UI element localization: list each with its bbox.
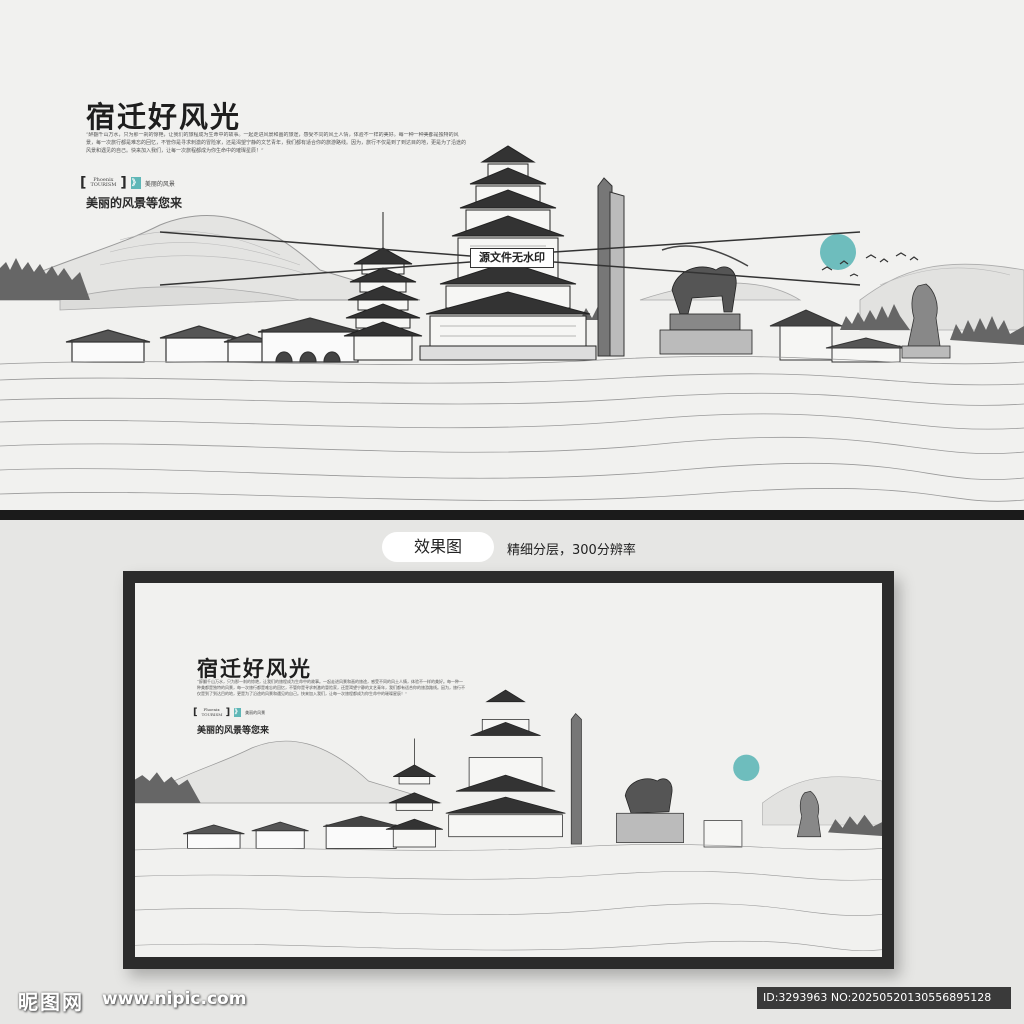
mockup-label-pill: 效果图 <box>382 532 494 562</box>
badge-small-text: 美丽的风景 <box>144 180 175 188</box>
site-footer: 昵图网 www.nipic.com ID:3293963 NO:20250520… <box>0 984 1024 1024</box>
framed-badge-small-text: 美丽的风景 <box>245 709 266 715</box>
framed-poster: 宿迁好风光 “醉翻千山万水，只为那一刹的惊艳，让我们的旅程成为生命中的故事。一起… <box>135 583 882 957</box>
framed-poster-intro: “醉翻千山万水，只为那一刹的惊艳，让我们的旅程成为生命中的故事。一起走进风景和画… <box>197 679 465 697</box>
badge-english-text: Phoenix TOURISM <box>90 176 117 188</box>
framed-poster-title: 宿迁好风光 <box>197 656 312 681</box>
skyline-illustration <box>0 0 1024 510</box>
poster-intro-text: “醉翻千山万水，只为那一刹的惊艳，让我们的旅程成为生命中的故事。一起走进风景和画… <box>86 132 466 154</box>
site-url-link[interactable]: www.nipic.com <box>102 989 247 1009</box>
badge-bracket-left: [ <box>80 175 87 191</box>
mockup-note: 精细分层，300分辨率 <box>507 543 636 558</box>
nipic-logo: 昵图网 <box>18 990 84 1014</box>
watermark-label: 源文件无水印 <box>470 248 554 268</box>
picture-frame: 宿迁好风光 “醉翻千山万水，只为那一刹的惊艳，让我们的旅程成为生命中的故事。一起… <box>123 571 894 969</box>
framed-skyline-illustration <box>135 689 882 951</box>
framed-badge-bracket-right: ] <box>225 707 231 718</box>
poster-banner: 宿迁好风光 “醉翻千山万水，只为那一刹的惊艳，让我们的旅程成为生命中的故事。一起… <box>0 0 1024 510</box>
framed-badge-english-text: Phoenix TOURISM <box>201 707 223 717</box>
poster-title: 宿迁好风光 <box>86 100 242 134</box>
framed-tourism-badge: [ Phoenix TOURISM ] 》 美丽的风景 <box>193 707 265 718</box>
framed-poster-slogan: 美丽的风景等您来 <box>197 726 270 736</box>
separator-band <box>0 510 1024 520</box>
badge-bracket-right: ] <box>120 175 127 191</box>
framed-badge-bracket-left: [ <box>193 707 198 718</box>
badge-mark-icon: 》 <box>130 177 141 189</box>
framed-badge-mark-icon: 》 <box>234 708 242 717</box>
image-id-bar: ID:3293963 NO:20250520130556895128 <box>757 987 1011 1009</box>
poster-slogan: 美丽的风景等您来 <box>86 196 183 210</box>
tourism-badge: [ Phoenix TOURISM ] 》 美丽的风景 <box>80 175 175 191</box>
